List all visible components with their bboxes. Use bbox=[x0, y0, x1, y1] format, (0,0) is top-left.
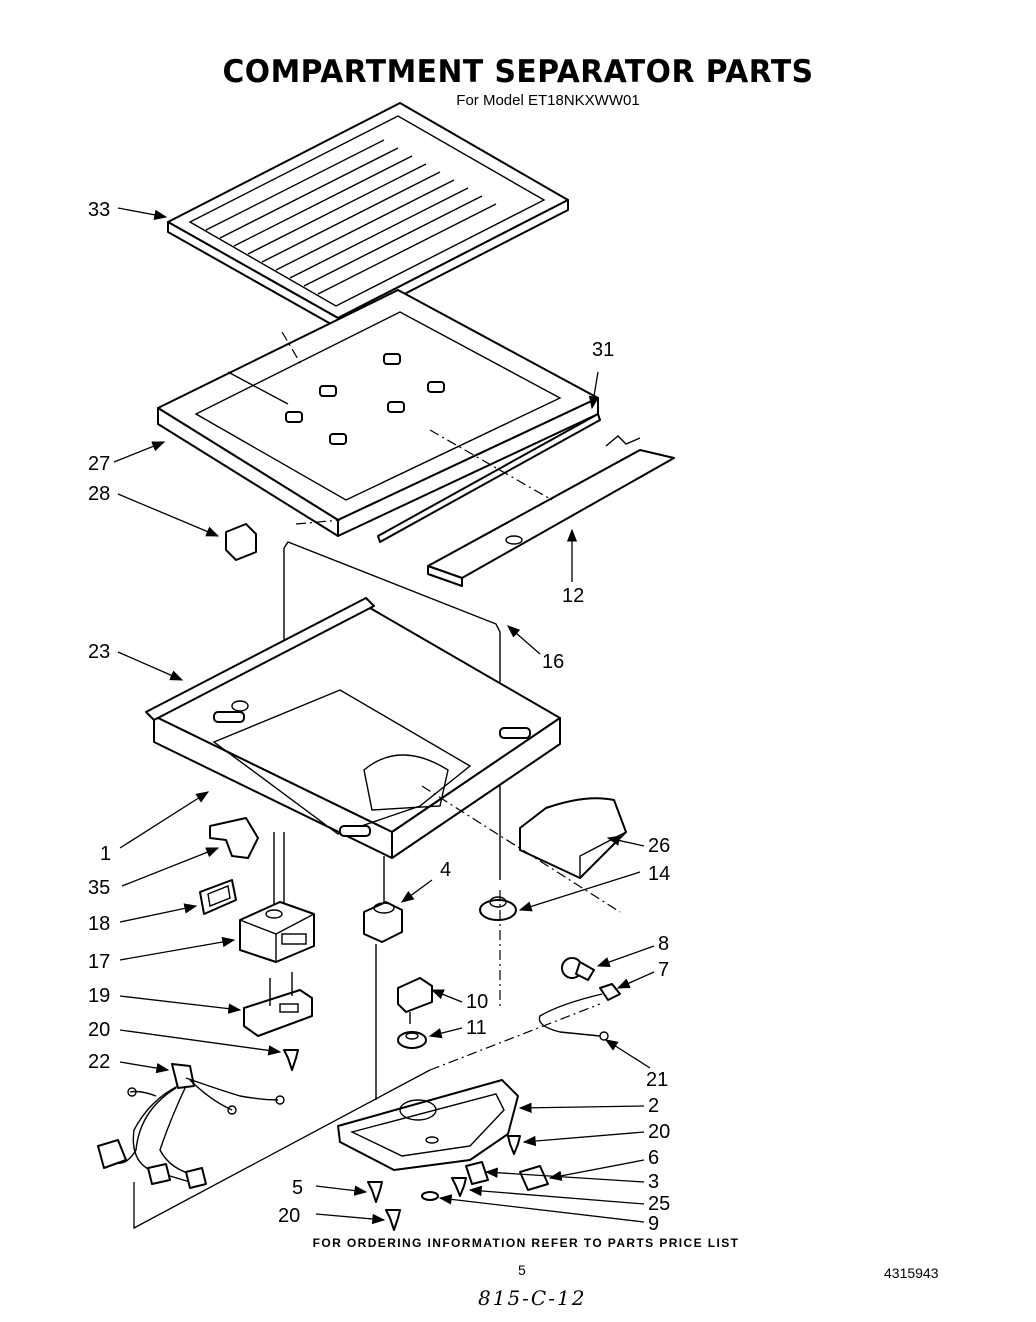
part-33-grille-cover bbox=[167, 102, 569, 329]
part-20-screw-upper bbox=[283, 1049, 299, 1071]
part-25-screw bbox=[451, 1177, 467, 1197]
model-subtitle: For Model ET18NKXWW01 bbox=[456, 92, 640, 109]
callout-22: 22 bbox=[88, 1051, 110, 1073]
part-28-block bbox=[225, 523, 257, 561]
part-17-control-housing bbox=[239, 832, 315, 963]
callout-12: 12 bbox=[562, 585, 584, 607]
callout-1: 1 bbox=[100, 843, 111, 865]
callout-20-upper: 20 bbox=[88, 1019, 110, 1041]
callout-2: 2 bbox=[648, 1095, 659, 1117]
part-23-channel bbox=[145, 597, 375, 721]
page-title: COMPARTMENT SEPARATOR PARTS bbox=[222, 54, 814, 90]
part-7-lamp-socket bbox=[599, 983, 621, 1001]
callout-18: 18 bbox=[88, 913, 110, 935]
part-4-bracket bbox=[363, 856, 403, 1100]
callout-25: 25 bbox=[648, 1193, 670, 1215]
part-5-screw bbox=[367, 1181, 383, 1203]
handwritten-note: 815-C-12 bbox=[478, 1286, 587, 1310]
part-10-socket bbox=[397, 977, 433, 1024]
part-21-wire bbox=[538, 993, 609, 1041]
callout-20-bottom: 20 bbox=[278, 1205, 300, 1227]
part-35-clip bbox=[209, 817, 259, 859]
callout-28: 28 bbox=[88, 483, 110, 505]
callout-21: 21 bbox=[646, 1069, 668, 1091]
callout-9: 9 bbox=[648, 1213, 659, 1235]
document-number: 4315943 bbox=[884, 1265, 939, 1281]
part-19-control-bracket bbox=[243, 972, 313, 1037]
part-20-screw-right bbox=[507, 1135, 521, 1155]
callout-23: 23 bbox=[88, 641, 110, 663]
callout-16: 16 bbox=[542, 651, 564, 673]
callout-26: 26 bbox=[648, 835, 670, 857]
callout-8: 8 bbox=[658, 933, 669, 955]
ordering-note: FOR ORDERING INFORMATION REFER TO PARTS … bbox=[312, 1236, 740, 1250]
part-12-rail bbox=[427, 435, 675, 587]
callout-27: 27 bbox=[88, 453, 110, 475]
part-11-foot bbox=[397, 1031, 427, 1049]
part-2-control-housing bbox=[337, 1079, 519, 1171]
part-14-grommet bbox=[479, 896, 517, 921]
callout-20-right: 20 bbox=[648, 1121, 670, 1143]
callout-5: 5 bbox=[292, 1177, 303, 1199]
callout-leaders bbox=[113, 207, 655, 1225]
callout-3: 3 bbox=[648, 1171, 659, 1193]
callout-31: 31 bbox=[592, 339, 614, 361]
callout-11: 11 bbox=[466, 1017, 487, 1039]
part-18-bezel bbox=[199, 879, 237, 915]
callout-14: 14 bbox=[648, 863, 670, 885]
part-6-switch bbox=[519, 1165, 549, 1191]
callout-17: 17 bbox=[88, 951, 110, 973]
callout-10: 10 bbox=[466, 991, 488, 1013]
alignment-lines bbox=[281, 331, 621, 1071]
part-9-washer bbox=[421, 1191, 439, 1201]
part-20-screw-bottom bbox=[385, 1209, 401, 1231]
callout-4: 4 bbox=[440, 859, 451, 881]
callout-35: 35 bbox=[88, 877, 110, 899]
part-1-separator-tray bbox=[153, 607, 561, 859]
callout-6: 6 bbox=[648, 1147, 659, 1169]
part-8-light-bulb bbox=[561, 957, 595, 981]
callout-7: 7 bbox=[658, 959, 669, 981]
page-number: 5 bbox=[518, 1262, 526, 1278]
callout-numbers: 33 31 27 28 12 23 16 1 26 35 4 14 18 17 … bbox=[88, 199, 670, 1235]
part-22-wire-harness bbox=[97, 1063, 431, 1230]
callout-33: 33 bbox=[88, 199, 110, 221]
part-31-strip bbox=[377, 413, 601, 543]
part-3-switch bbox=[465, 1161, 489, 1185]
callout-19: 19 bbox=[88, 985, 110, 1007]
part-27-separator-frame bbox=[157, 289, 599, 537]
